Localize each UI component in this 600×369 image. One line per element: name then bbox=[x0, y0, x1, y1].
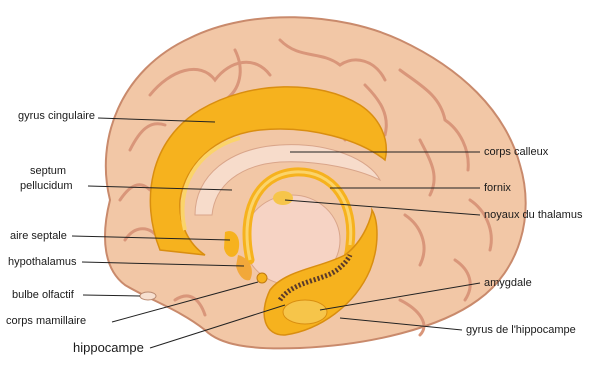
label-bulbe-olfactif: bulbe olfactif bbox=[12, 289, 74, 301]
label-gyrus-hippocampe: gyrus de l'hippocampe bbox=[466, 324, 576, 336]
olfactory-bulb bbox=[140, 292, 156, 300]
label-corps-calleux: corps calleux bbox=[484, 146, 548, 158]
label-aire-septale: aire septale bbox=[10, 230, 67, 242]
label-fornix: fornix bbox=[484, 182, 511, 194]
leader-bulbe-olfactif bbox=[83, 295, 140, 296]
label-gyrus-cingulaire: gyrus cingulaire bbox=[18, 110, 95, 122]
mammillary-body bbox=[257, 273, 267, 283]
amygdala bbox=[283, 300, 327, 324]
label-septum-line1: septum bbox=[30, 165, 66, 177]
label-hippocampe: hippocampe bbox=[73, 341, 144, 355]
label-hypothalamus: hypothalamus bbox=[8, 256, 77, 268]
label-corps-mamillaire: corps mamillaire bbox=[6, 315, 86, 327]
thalamic-nuclei bbox=[273, 191, 293, 205]
label-septum-line2: pellucidum bbox=[20, 180, 73, 192]
label-amygdale: amygdale bbox=[484, 277, 532, 289]
label-noyaux-thalamus: noyaux du thalamus bbox=[484, 209, 582, 221]
